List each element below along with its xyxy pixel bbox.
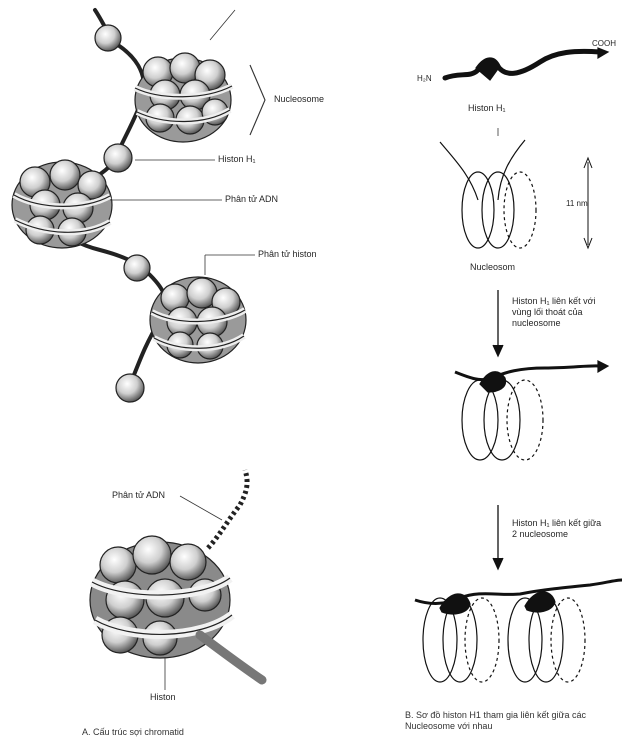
linker-bead	[124, 255, 150, 281]
h2n-label: H₂N	[417, 73, 432, 84]
dna-tail	[208, 470, 247, 548]
nucleosome-core	[12, 160, 112, 248]
dna-molecule-label: Phân tử ADN	[225, 194, 278, 205]
nucleosome-closeup	[90, 470, 262, 680]
top-leader	[210, 10, 235, 40]
nucleosome-label: Nucleosome	[274, 94, 324, 105]
panel-b	[415, 48, 622, 682]
linker-bead	[104, 144, 132, 172]
histone-tail	[200, 635, 262, 680]
cooh-label: COOH	[592, 38, 616, 49]
nucleosome-b-label: Nucleosom	[470, 262, 515, 273]
nucleosome-brace	[250, 65, 265, 135]
panel-a-leaders	[110, 10, 265, 275]
linker-bead	[116, 374, 144, 402]
panel-a-caption: A. Cấu trúc sợi chromatid	[82, 727, 184, 738]
nucleosome-side-view	[440, 140, 536, 248]
histone-closeup-label: Histon	[150, 692, 176, 703]
nucleosome-core	[135, 53, 232, 142]
nucleosome-with-h1	[455, 361, 608, 460]
panel-b-caption: B. Sơ đồ histon H1 tham gia liên kết giữ…	[405, 710, 620, 732]
histone-h1-label: Histon H₁	[218, 154, 256, 165]
histone-molecule-label: Phân tử histon	[258, 249, 317, 260]
histone-h1-b-label: Histon H₁	[468, 103, 506, 114]
chromatin-fiber	[12, 10, 246, 402]
linked-nucleosomes	[415, 580, 622, 682]
histone-h1-molecule	[445, 51, 600, 78]
dna-molecule-closeup-label: Phân tử ADN	[112, 490, 165, 501]
dimension-label: 11 nm	[566, 198, 588, 209]
linker-bead	[95, 25, 121, 51]
step2-label: Histon H₁ liên kết giữa 2 nucleosome	[512, 518, 608, 540]
step1-label: Histon H₁ liên kết với vùng lối thoát củ…	[512, 296, 608, 329]
nucleosome-core	[150, 277, 246, 363]
